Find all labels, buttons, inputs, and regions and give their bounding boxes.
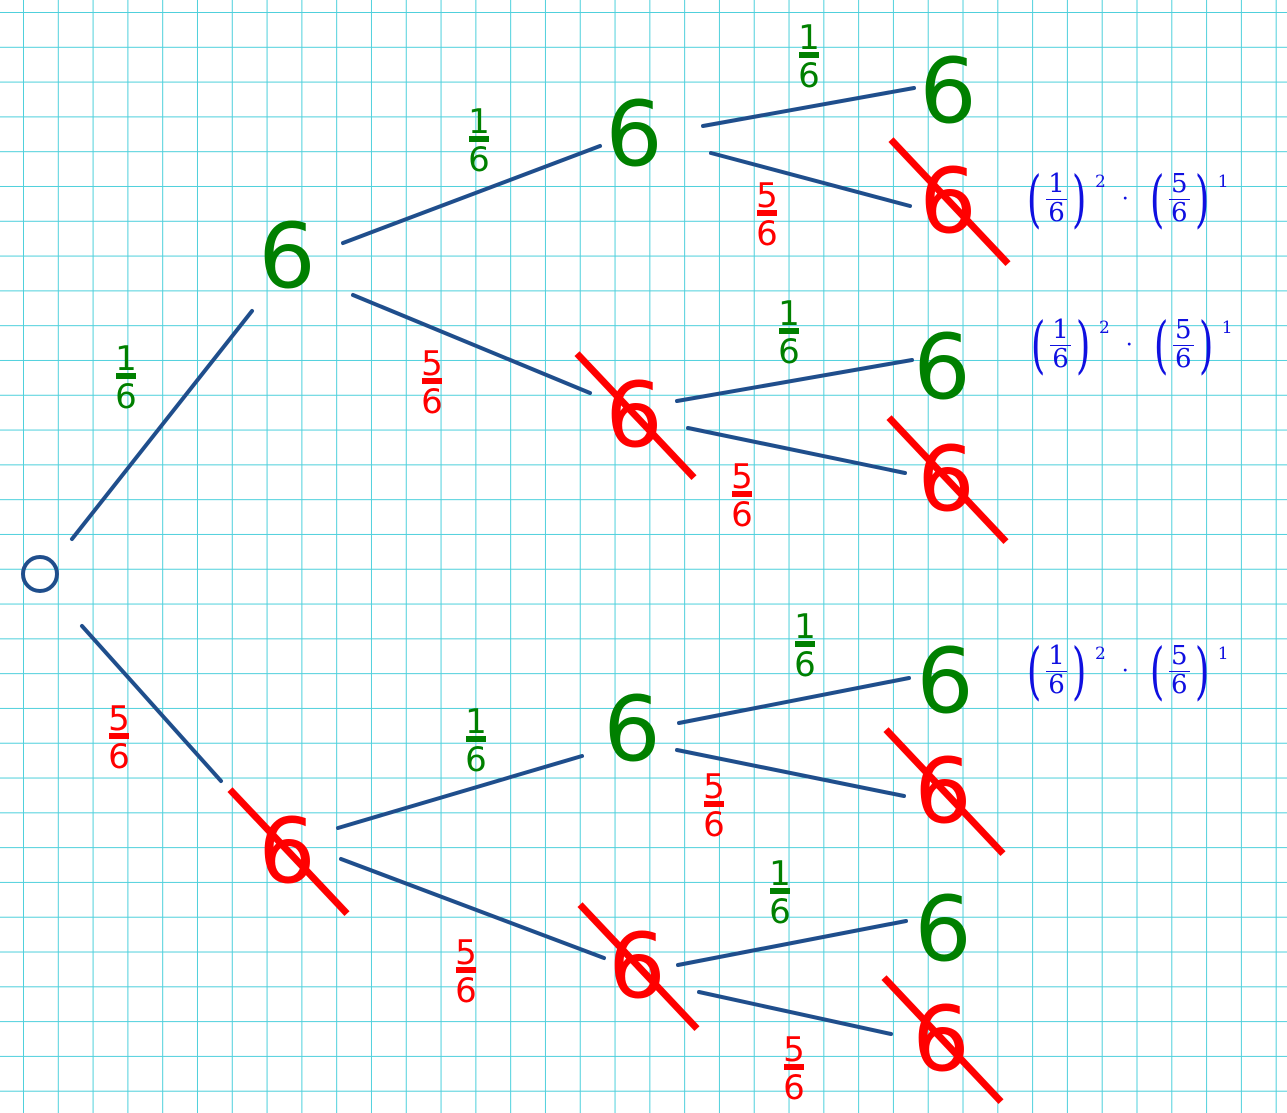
fraction-numerator: 1 bbox=[778, 294, 800, 334]
probability-label-five-sixths: 56 bbox=[455, 933, 477, 1011]
strike-through-mark bbox=[886, 415, 1009, 545]
fraction-numerator: 5 bbox=[731, 457, 753, 497]
tree-branch bbox=[70, 309, 254, 541]
fraction-bar bbox=[799, 52, 819, 58]
tree-branch bbox=[675, 748, 906, 798]
fraction-bar bbox=[109, 733, 129, 739]
fraction-denominator: 6 bbox=[108, 737, 130, 777]
probability-label-one-sixth: 16 bbox=[769, 854, 791, 932]
root-node bbox=[21, 555, 59, 593]
fraction-bar bbox=[795, 641, 815, 647]
probability-label-one-sixth: 16 bbox=[115, 339, 137, 417]
fraction-denominator: 6 bbox=[703, 805, 725, 845]
fraction-denominator: 6 bbox=[756, 214, 778, 254]
six-outcome: 6 bbox=[603, 677, 660, 782]
strike-through-mark bbox=[227, 787, 350, 917]
fraction-denominator: 6 bbox=[455, 971, 477, 1011]
strike-through-mark bbox=[883, 727, 1006, 857]
probability-label-one-sixth: 16 bbox=[778, 294, 800, 372]
fraction-bar bbox=[466, 736, 486, 742]
six-outcome: 6 bbox=[916, 629, 973, 734]
fraction-denominator: 6 bbox=[468, 140, 490, 180]
fraction-numerator: 1 bbox=[468, 102, 490, 142]
tree-branch bbox=[701, 86, 916, 128]
tree-branch bbox=[697, 990, 893, 1036]
tree-branch bbox=[709, 151, 912, 208]
probability-label-five-sixths: 56 bbox=[421, 344, 443, 422]
probability-label-one-sixth: 16 bbox=[794, 607, 816, 685]
tree-branch bbox=[677, 676, 911, 725]
fraction-denominator: 6 bbox=[421, 382, 443, 422]
fraction-bar bbox=[422, 378, 442, 384]
tree-branch bbox=[341, 144, 602, 245]
tree-branches bbox=[70, 86, 916, 1036]
fraction-bar bbox=[732, 491, 752, 497]
tree-branch bbox=[675, 358, 914, 403]
tree-branch bbox=[80, 624, 223, 783]
tree-branch bbox=[339, 857, 606, 960]
fraction-numerator: 5 bbox=[455, 933, 477, 973]
fraction-numerator: 1 bbox=[798, 18, 820, 58]
strike-through-mark bbox=[574, 351, 697, 481]
tree-branch bbox=[676, 919, 908, 967]
fraction-bar bbox=[757, 210, 777, 216]
fraction-numerator: 5 bbox=[783, 1030, 805, 1070]
strike-through-mark bbox=[888, 137, 1011, 267]
fraction-bar bbox=[784, 1064, 804, 1070]
six-outcome: 6 bbox=[913, 315, 970, 420]
fraction-denominator: 6 bbox=[115, 377, 137, 417]
fraction-numerator: 1 bbox=[769, 854, 791, 894]
probability-label-five-sixths: 56 bbox=[783, 1030, 805, 1108]
fraction-denominator: 6 bbox=[778, 332, 800, 372]
probability-label-one-sixth: 16 bbox=[798, 18, 820, 96]
fraction-denominator: 6 bbox=[783, 1068, 805, 1108]
fraction-denominator: 6 bbox=[731, 495, 753, 535]
probability-label-five-sixths: 56 bbox=[108, 699, 130, 777]
fraction-bar bbox=[779, 328, 799, 334]
tree-branch bbox=[336, 754, 584, 830]
fraction-bar bbox=[116, 373, 136, 379]
fraction-numerator: 5 bbox=[703, 767, 725, 807]
probability-label-five-sixths: 56 bbox=[756, 176, 778, 254]
fraction-denominator: 6 bbox=[794, 645, 816, 685]
fraction-denominator: 6 bbox=[465, 740, 487, 780]
fraction-bar bbox=[456, 967, 476, 973]
fraction-numerator: 1 bbox=[465, 702, 487, 742]
strike-through-mark bbox=[577, 902, 700, 1032]
fraction-bar bbox=[469, 136, 489, 142]
fraction-numerator: 5 bbox=[421, 344, 443, 384]
six-outcome: 6 bbox=[919, 39, 976, 144]
tree-branch bbox=[686, 426, 907, 475]
probability-label-one-sixth: 16 bbox=[468, 102, 490, 180]
fraction-numerator: 1 bbox=[794, 607, 816, 647]
probability-label-one-sixth: 16 bbox=[465, 702, 487, 780]
probability-label-five-sixths: 56 bbox=[703, 767, 725, 845]
tree-branch bbox=[351, 293, 592, 395]
strike-through-mark bbox=[881, 975, 1004, 1105]
fraction-numerator: 5 bbox=[756, 176, 778, 216]
fraction-bar bbox=[704, 801, 724, 807]
six-outcome: 6 bbox=[258, 204, 315, 309]
fraction-numerator: 1 bbox=[115, 339, 137, 379]
fraction-bar bbox=[770, 888, 790, 894]
six-outcome: 6 bbox=[914, 877, 971, 982]
fraction-numerator: 5 bbox=[108, 699, 130, 739]
outcome-nodes: 6 6 6 6 6 6 6 6 6 6 6 6 6 6 bbox=[227, 39, 1011, 1105]
fraction-denominator: 6 bbox=[798, 56, 820, 96]
six-outcome: 6 bbox=[605, 82, 662, 187]
probability-label-five-sixths: 56 bbox=[731, 457, 753, 535]
fraction-denominator: 6 bbox=[769, 892, 791, 932]
